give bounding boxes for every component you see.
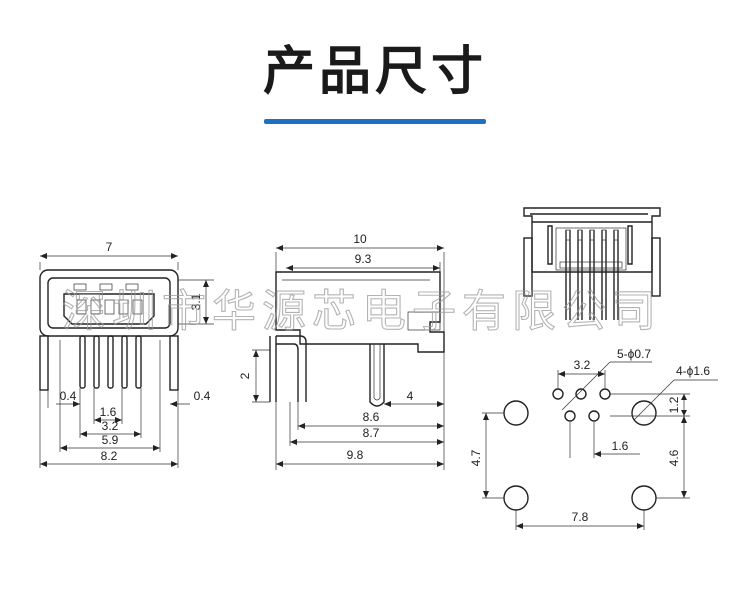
front-contacts <box>76 299 143 315</box>
dim-fp-pin-span: 3.2 <box>574 358 591 372</box>
side-pin <box>276 335 307 402</box>
mounting-hole <box>631 400 657 426</box>
front-view: 7 3.1 0.4 0.4 1.6 3.2 <box>39 240 214 468</box>
dim-side-body-length: 9.3 <box>355 252 372 266</box>
dim-front-margin-right: 0.4 <box>194 389 211 403</box>
dim-front-pin-span: 3.2 <box>102 419 119 433</box>
front-tab <box>73 283 87 291</box>
front-right-leg <box>169 335 179 391</box>
dim-front-inner-width: 5.9 <box>102 433 119 447</box>
dim-fp-large-holes: 4-ϕ1.6 <box>676 364 710 378</box>
pin-hole <box>564 410 576 422</box>
top-left-leg <box>523 237 533 297</box>
dim-front-margin-left: 0.4 <box>60 389 77 403</box>
mounting-hole <box>503 485 529 511</box>
dim-fp-row-gap: 1.2 <box>667 396 681 413</box>
dim-fp-right-height: 4.6 <box>667 449 681 466</box>
dim-front-width-top: 7 <box>106 240 113 254</box>
front-tab <box>125 283 139 291</box>
dim-side-overall: 9.8 <box>347 448 364 462</box>
top-body <box>523 207 661 273</box>
front-tab <box>99 283 113 291</box>
side-front-tab <box>407 311 441 331</box>
front-socket-opening <box>63 293 155 325</box>
dim-side-leg-offset: 4 <box>407 389 414 403</box>
dim-side-87: 8.7 <box>363 426 380 440</box>
dim-side-pin-height: 2 <box>238 372 252 379</box>
pcb-footprint: 3.2 5-ϕ0.7 4-ϕ1.6 1.2 1.6 4.7 4.6 <box>469 347 718 530</box>
top-pins <box>559 229 623 320</box>
top-right-leg <box>651 237 661 297</box>
pin-hole <box>552 388 564 400</box>
dim-front-overall-width: 8.2 <box>101 449 118 463</box>
dim-fp-pitch: 1.6 <box>612 439 629 453</box>
page-title: 产品尺寸 <box>262 42 487 102</box>
dim-side-86: 8.6 <box>363 410 380 424</box>
dim-fp-left-height: 4.7 <box>469 449 483 466</box>
pin-hole <box>599 388 611 400</box>
front-pins <box>79 335 142 389</box>
side-view: 10 9.3 2 4 8.6 8.7 <box>238 232 445 470</box>
pin-hole <box>588 410 600 422</box>
side-retention-leg <box>369 344 385 407</box>
dim-fp-small-holes: 5-ϕ0.7 <box>617 347 651 361</box>
dim-front-pitch: 1.6 <box>100 405 117 419</box>
mounting-hole <box>503 400 529 426</box>
pin-hole <box>575 388 587 400</box>
front-left-leg <box>39 335 49 391</box>
dim-front-height: 3.1 <box>189 293 203 310</box>
watermark: 深圳市华源芯电子有限公司 <box>62 286 662 337</box>
title-underline <box>264 119 486 124</box>
mounting-hole <box>631 485 657 511</box>
dim-fp-hole-spacing: 7.8 <box>572 510 589 524</box>
top-contact-area <box>555 227 627 271</box>
front-housing-inner <box>47 277 171 329</box>
top-view <box>523 207 661 320</box>
side-pin <box>276 343 299 402</box>
dim-side-length: 10 <box>353 232 367 246</box>
